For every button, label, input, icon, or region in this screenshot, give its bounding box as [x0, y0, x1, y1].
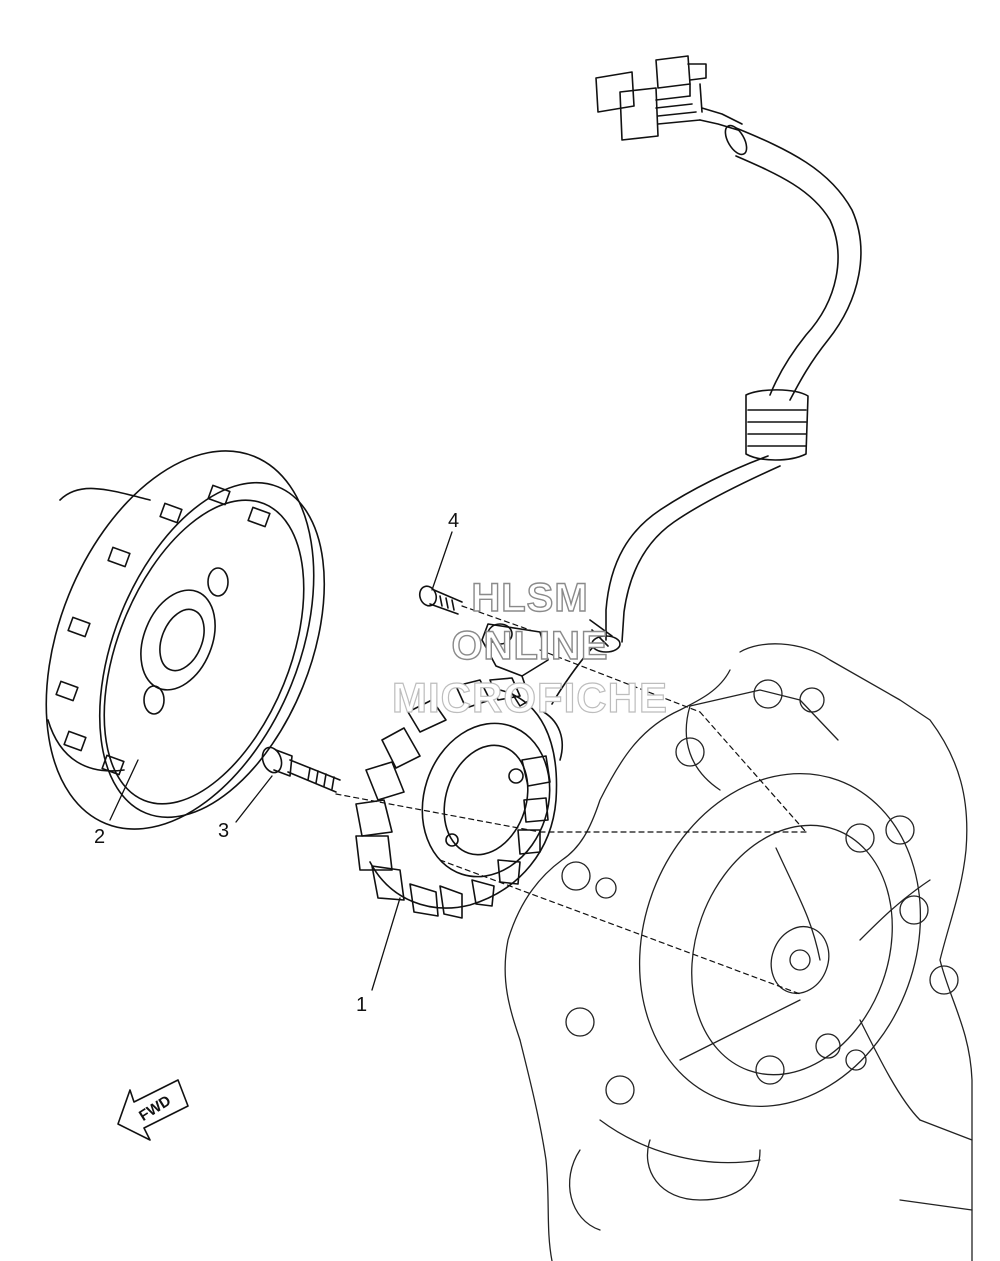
watermark-line-3: MICROFICHE: [391, 673, 668, 721]
forward-arrow-icon: [117, 1079, 189, 1141]
leader-lines: [109, 531, 453, 991]
callout-4: 4: [448, 510, 460, 532]
engine-case-icon: [504, 643, 973, 1261]
bolt-icon: [261, 746, 341, 793]
screw-icon: [418, 585, 463, 615]
watermark-line-1: HLSM: [471, 575, 589, 620]
callout-2: 2: [94, 826, 106, 848]
wire-harness-icon: [589, 55, 862, 653]
pickup-coil-icon: [481, 623, 549, 707]
callout-3: 3: [218, 820, 230, 842]
callout-1: 1: [356, 994, 368, 1016]
stator-coil-icon: [355, 643, 597, 919]
rotor-flywheel-icon: [45, 450, 326, 830]
alignment-lines: [335, 605, 807, 995]
watermark-line-2: ONLINE: [451, 623, 609, 668]
